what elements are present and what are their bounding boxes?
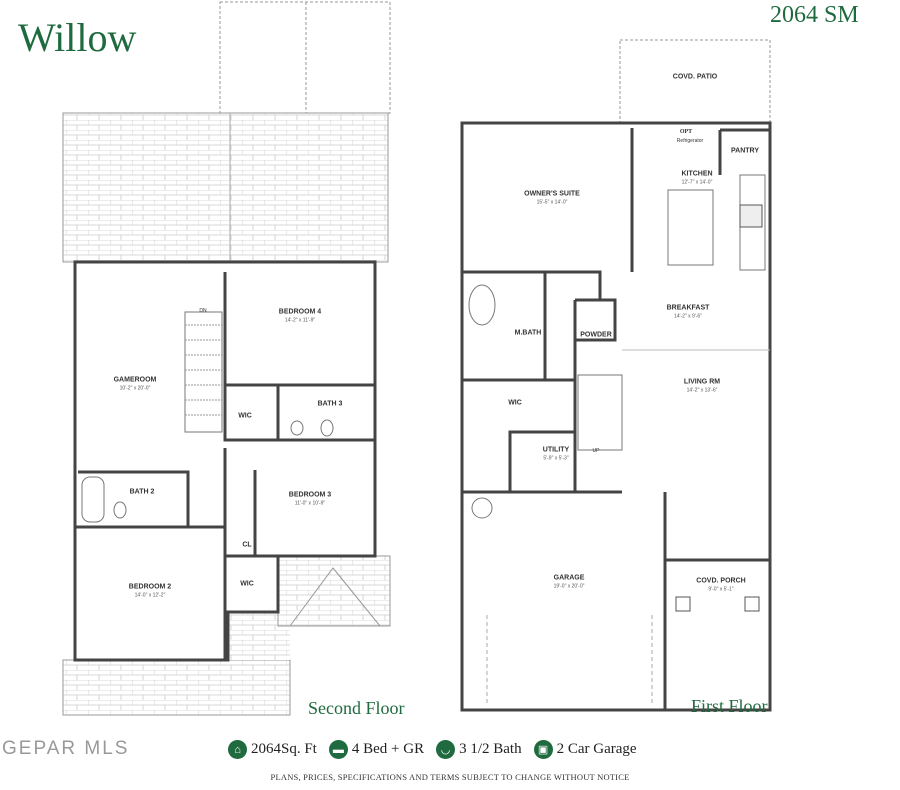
- first-floor-label: First Floor: [691, 696, 768, 716]
- room-wic: WIC: [508, 399, 522, 407]
- stat-beds: ▬4 Bed + GR: [328, 740, 424, 759]
- plan-name: Willow: [18, 15, 137, 60]
- staircase: [577, 374, 623, 451]
- roof-porch: [277, 555, 391, 627]
- bed-icon: ▬: [328, 740, 348, 759]
- watermark: GEPAR MLS: [2, 738, 130, 759]
- refrigerator-label: Refrigerator: [676, 138, 704, 144]
- plan-code: 2064 SM: [770, 2, 859, 28]
- room-wic-2: WIC: [240, 580, 254, 588]
- stair-down-label: DN: [199, 308, 207, 314]
- stove: [739, 204, 763, 228]
- room-powder: POWDER: [580, 331, 612, 339]
- room-bath-2: BATH 2: [129, 488, 155, 496]
- room-wic: WIC: [238, 412, 252, 420]
- stat-garage: ▣2 Car Garage: [533, 740, 637, 759]
- opt-label: OPT: [679, 129, 693, 135]
- second-floor-label: Second Floor: [308, 698, 405, 718]
- bathtub-icon: ◡: [436, 740, 456, 759]
- room-pantry: PANTRY: [731, 147, 759, 155]
- disclaimer: PLANS, PRICES, SPECIFICATIONS AND TERMS …: [270, 772, 630, 782]
- room-master-bath: M.BATH: [514, 329, 542, 337]
- stair-up-label: UP: [592, 448, 600, 454]
- toilet: [113, 501, 127, 519]
- patio-outline: [619, 39, 771, 123]
- bathtub: [468, 284, 496, 326]
- water-heater: [471, 497, 493, 519]
- house-icon: ⌂: [228, 740, 247, 759]
- roof-top: [62, 112, 389, 263]
- car-icon: ▣: [533, 740, 553, 759]
- porch-column: [744, 596, 760, 612]
- bathtub: [81, 476, 105, 523]
- plan-stats: ⌂2064Sq. Ft ▬4 Bed + GR ◡3 1/2 Bath ▣2 C…: [228, 740, 643, 759]
- first-floor-plan: [460, 39, 772, 712]
- staircase: [184, 311, 223, 433]
- porch-column: [675, 596, 691, 612]
- balcony-outline: [219, 1, 391, 114]
- roof-bottom: [62, 659, 291, 716]
- second-floor-plan: [62, 1, 391, 716]
- kitchen-island: [667, 189, 714, 266]
- stat-sqft: ⌂2064Sq. Ft: [228, 740, 317, 759]
- room-covd-patio: COVD. PATIO: [672, 73, 718, 81]
- room-bath-3: BATH 3: [317, 400, 343, 408]
- stat-baths: ◡3 1/2 Bath: [436, 740, 522, 759]
- room-closet: CL: [242, 541, 252, 549]
